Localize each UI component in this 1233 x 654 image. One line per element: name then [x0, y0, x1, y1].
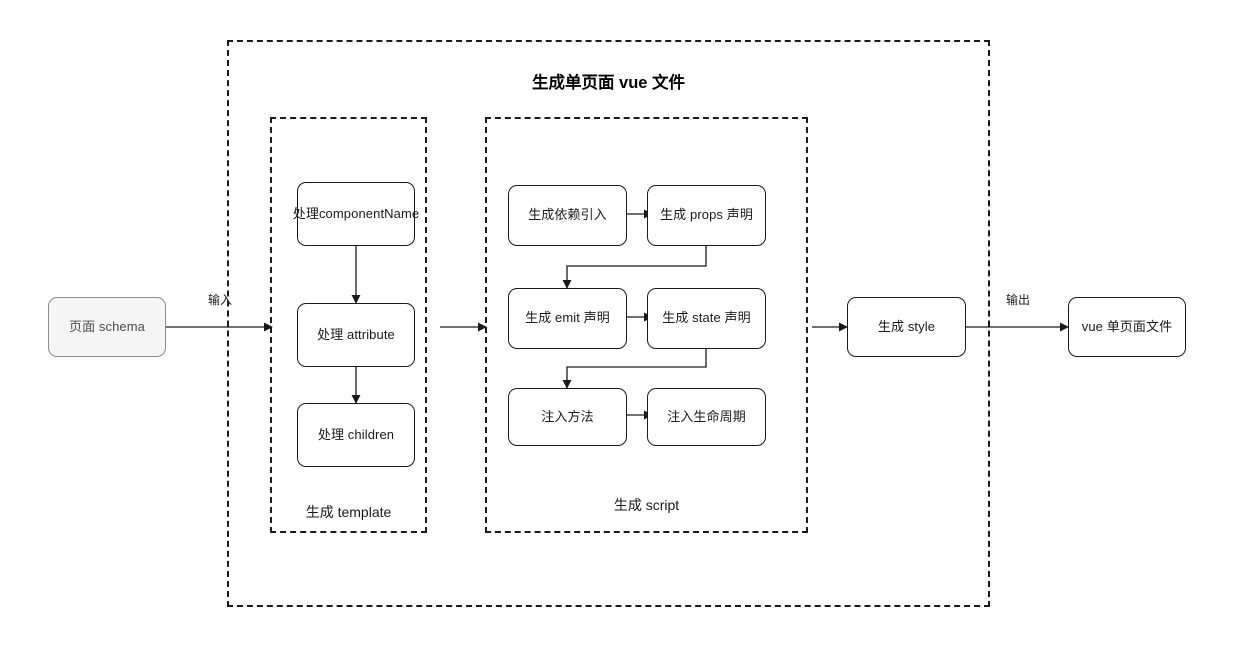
- node-inject-lifecycle[interactable]: 注入生命周期: [647, 388, 766, 446]
- pipeline-boundary: [227, 40, 990, 607]
- edge-label-input: 输入: [207, 293, 232, 307]
- node-generate-emit[interactable]: 生成 emit 声明: [508, 288, 627, 349]
- pipeline-title: 生成单页面 vue 文件: [531, 74, 686, 92]
- group-template-label: 生成 template: [305, 504, 392, 520]
- node-generate-state[interactable]: 生成 state 声明: [647, 288, 766, 349]
- edge-label-output: 输出: [1005, 293, 1030, 307]
- node-handle-componentname[interactable]: 处理componentName: [293, 182, 419, 246]
- node-handle-attribute[interactable]: 处理 attribute: [297, 303, 415, 367]
- node-handle-children[interactable]: 处理 children: [297, 403, 415, 467]
- group-template: [270, 117, 427, 533]
- node-vue-single-file[interactable]: vue 单页面文件: [1068, 297, 1186, 357]
- node-page-schema[interactable]: 页面 schema: [48, 297, 166, 357]
- edge-state-to-methods: [562, 349, 707, 389]
- group-script: [485, 117, 808, 533]
- node-generate-style[interactable]: 生成 style: [847, 297, 966, 357]
- node-generate-dependencies[interactable]: 生成依赖引入: [508, 185, 627, 246]
- node-generate-props[interactable]: 生成 props 声明: [647, 185, 766, 246]
- group-script-label: 生成 script: [613, 497, 680, 513]
- edge-props-to-emit: [562, 246, 707, 289]
- node-inject-methods[interactable]: 注入方法: [508, 388, 627, 446]
